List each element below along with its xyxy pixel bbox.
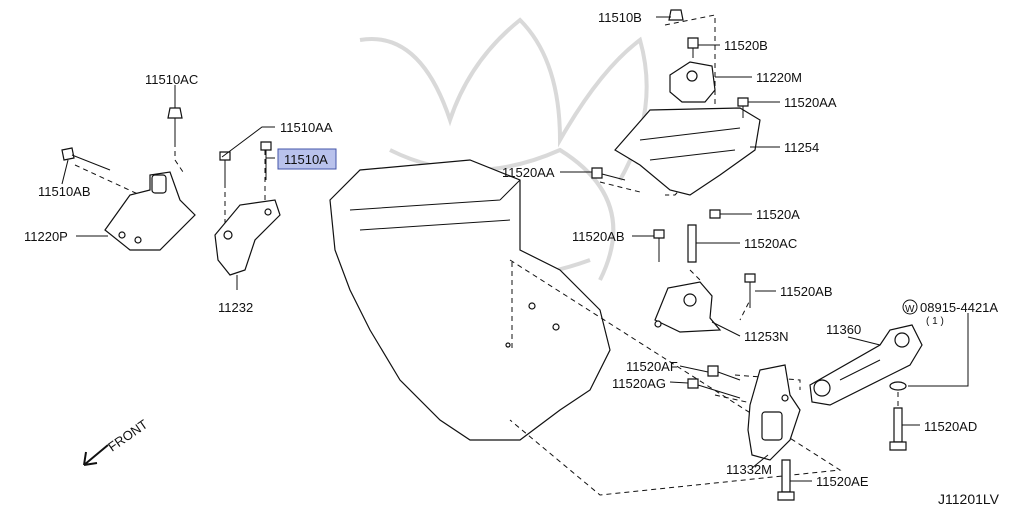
highlight-11510A xyxy=(277,148,337,170)
engine-mount-11220P xyxy=(104,171,196,251)
bracket-11332M xyxy=(747,364,801,461)
label-11253N[interactable]: 11253N xyxy=(744,329,789,344)
engine-block xyxy=(329,159,611,441)
weld-circle-icon xyxy=(902,299,918,315)
label-11520AD[interactable]: 11520AD xyxy=(924,419,977,434)
label-11520AE[interactable]: 11520AE xyxy=(816,474,869,489)
label-11520B[interactable]: 11520B xyxy=(724,38,768,53)
label-11510AB[interactable]: 11510AB xyxy=(38,184,91,199)
label-11520A[interactable]: 11520A xyxy=(756,207,800,222)
bracket-11253N xyxy=(654,281,722,333)
label-11510AA-left[interactable]: 11510AA xyxy=(280,120,333,135)
label-08915[interactable]: 08915-4421A xyxy=(920,300,998,315)
front-indicator: FRONT xyxy=(83,416,150,466)
label-11232[interactable]: 11232 xyxy=(218,300,253,315)
bracket-11232 xyxy=(214,199,281,276)
label-11520AG[interactable]: 11520AG xyxy=(612,376,666,391)
bolts-upper xyxy=(591,9,756,308)
bolts-left xyxy=(61,107,272,185)
front-arrow-icon xyxy=(83,444,109,466)
leader-lines xyxy=(61,16,969,482)
label-11254[interactable]: 11254 xyxy=(784,140,819,155)
label-11520AA-mid[interactable]: 11520AA xyxy=(502,165,555,180)
bracket-11254 xyxy=(614,107,761,196)
label-11510AC[interactable]: 11510AC xyxy=(145,72,198,87)
label-11520AC[interactable]: 11520AC xyxy=(744,236,797,251)
upper-mount-11220M xyxy=(669,61,716,103)
label-11332M[interactable]: 11332M xyxy=(726,462,772,477)
label-11520AB-right[interactable]: 11520AB xyxy=(780,284,833,299)
label-11520AA-top[interactable]: 11520AA xyxy=(784,95,837,110)
label-08915-qty: ( 1 ) xyxy=(926,316,944,327)
label-11510B[interactable]: 11510B xyxy=(598,10,642,25)
front-label: FRONT xyxy=(105,416,150,454)
bolts-lower xyxy=(687,365,795,501)
label-11520AF[interactable]: 11520AF xyxy=(626,359,678,374)
part-labels[interactable]: 11510AC 11510AA 11510A 11510AB 11220P 11… xyxy=(24,10,998,489)
label-11220P[interactable]: 11220P xyxy=(24,229,68,244)
diagram-id: J11201LV xyxy=(938,491,1000,507)
label-11220M[interactable]: 11220M xyxy=(756,70,802,85)
label-11520AB-left[interactable]: 11520AB xyxy=(572,229,625,244)
label-11360[interactable]: 11360 xyxy=(826,322,861,337)
label-11510A[interactable]: 11510A xyxy=(284,152,328,167)
torque-rod-11360 xyxy=(809,324,923,451)
label-08915-prefix: W xyxy=(905,304,915,315)
